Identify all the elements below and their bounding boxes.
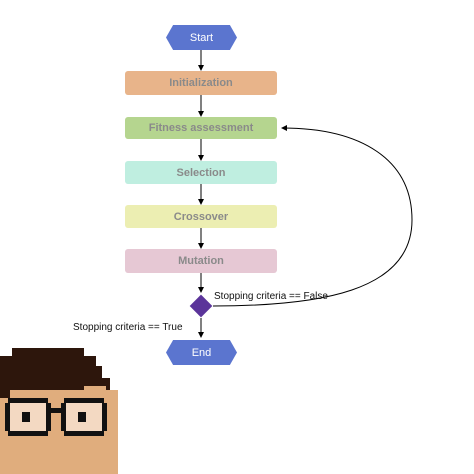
end-node: End bbox=[166, 340, 237, 365]
start-node: Start bbox=[166, 25, 237, 50]
decision-diamond bbox=[189, 294, 213, 318]
initialization-step: Initialization bbox=[125, 71, 277, 95]
fitness-assessment-step: Fitness assessment bbox=[125, 117, 277, 139]
crossover-step: Crossover bbox=[125, 205, 277, 228]
selection-step: Selection bbox=[125, 161, 277, 184]
mutation-step: Mutation bbox=[125, 249, 277, 273]
decision-true-label: Stopping criteria == True bbox=[73, 322, 183, 333]
pixel-avatar-image bbox=[0, 348, 118, 474]
decision-false-label: Stopping criteria == False bbox=[214, 291, 328, 302]
loop-back-arrow bbox=[212, 125, 413, 307]
